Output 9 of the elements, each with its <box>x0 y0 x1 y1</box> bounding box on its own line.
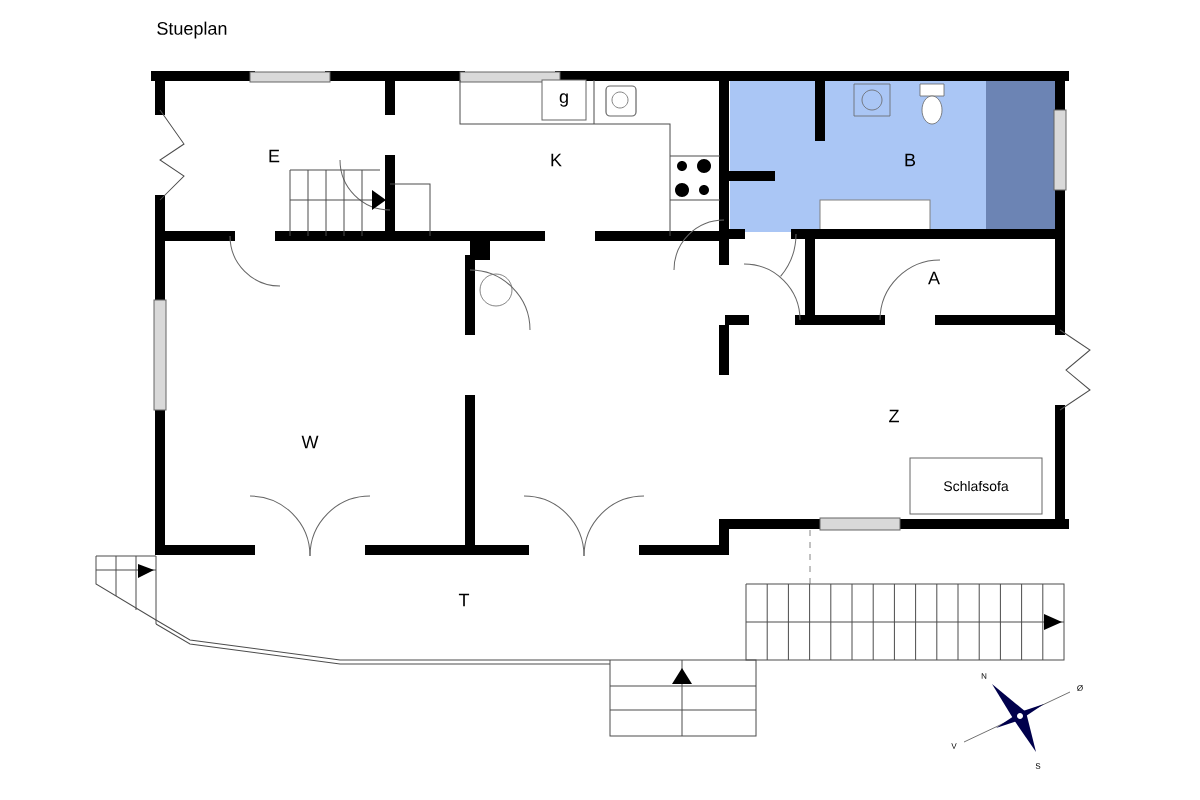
room: Z <box>889 409 899 423</box>
room: E <box>269 149 280 163</box>
room: W <box>301 435 319 449</box>
room: B <box>905 153 916 167</box>
room: K <box>551 153 562 167</box>
furniture-box: g <box>541 79 587 121</box>
title: Stueplan <box>157 21 227 39</box>
room: A <box>928 271 940 285</box>
room: T <box>458 593 470 607</box>
